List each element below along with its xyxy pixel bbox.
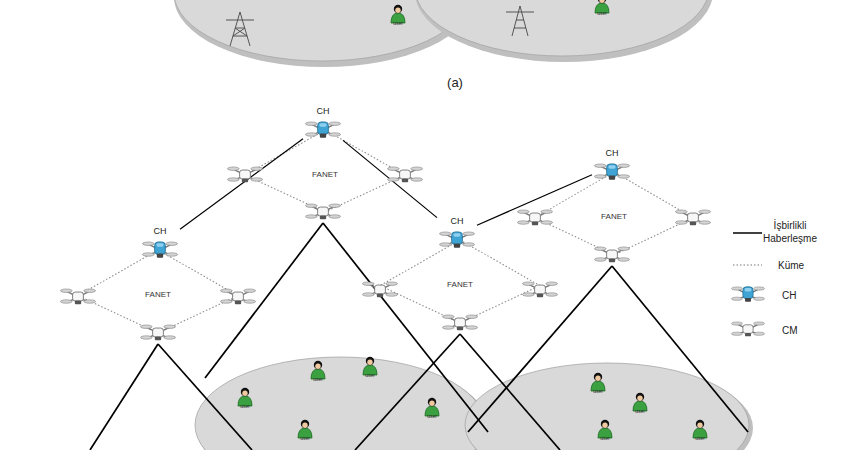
cm-drone bbox=[305, 204, 340, 219]
cooperative-link bbox=[180, 139, 303, 230]
tower-symbol bbox=[226, 12, 254, 46]
ch-drone-symbol bbox=[142, 242, 177, 258]
legend-text: İşbirlikli Haberleşme bbox=[755, 219, 825, 245]
user-label: user bbox=[393, 20, 403, 26]
cluster-diamond-outline bbox=[78, 250, 238, 333]
cluster-diamond-outline bbox=[245, 130, 405, 212]
cluster-head-node: CH bbox=[140, 224, 180, 264]
cooperative-link bbox=[477, 175, 592, 225]
ground-area bbox=[465, 363, 749, 450]
cluster-name: FANET bbox=[312, 170, 338, 179]
fanet-cluster: FANET bbox=[380, 240, 540, 323]
ch-drone-symbol bbox=[142, 239, 178, 261]
fanet-cluster: FANET bbox=[78, 250, 238, 333]
cluster-head-node: CH bbox=[437, 214, 477, 254]
cluster-name: FANET bbox=[447, 280, 473, 289]
cm-drone bbox=[594, 247, 629, 262]
user-label: user bbox=[635, 408, 645, 414]
cm-drone bbox=[522, 282, 557, 297]
cluster-name: FANET bbox=[601, 212, 627, 221]
cluster-head-label: CH bbox=[592, 146, 632, 160]
ch-drone-symbol bbox=[594, 161, 630, 183]
user-label: user bbox=[597, 10, 607, 16]
legend-dotted-line bbox=[733, 264, 762, 265]
cluster-head-label: CH bbox=[303, 104, 343, 118]
user-label: user bbox=[365, 372, 375, 378]
downlink-line bbox=[90, 223, 748, 450]
legend-solid-line bbox=[733, 232, 762, 234]
tower-symbol bbox=[506, 6, 534, 36]
legend-text: CH bbox=[782, 289, 822, 302]
user-label: user bbox=[600, 435, 610, 441]
cluster-head-label: CH bbox=[140, 224, 180, 238]
ch-drone-symbol bbox=[439, 229, 475, 251]
cluster-diamond-outline bbox=[535, 172, 693, 255]
user-label: user bbox=[313, 376, 323, 382]
cooperative-link bbox=[343, 140, 437, 217]
cluster-diamond-outline bbox=[380, 240, 540, 323]
cm-drone bbox=[60, 289, 95, 304]
legend-text: CM bbox=[782, 324, 822, 337]
ch-drone-symbol bbox=[439, 232, 474, 248]
user-label: user bbox=[695, 435, 705, 441]
cluster-head-label: CH bbox=[437, 214, 477, 228]
user-label: user bbox=[593, 388, 603, 394]
cluster-head-node: CH bbox=[592, 146, 632, 186]
legend-ch-drone bbox=[731, 287, 764, 302]
subfigure-caption: (a) bbox=[447, 76, 463, 90]
ch-drone-symbol bbox=[594, 164, 629, 180]
cluster-name: FANET bbox=[145, 290, 171, 299]
legend-cm-drone bbox=[731, 322, 764, 336]
ch-drone-symbol bbox=[305, 119, 341, 141]
cm-drone bbox=[362, 282, 397, 297]
legend-text: Küme bbox=[778, 259, 828, 272]
user-label: user bbox=[240, 403, 250, 409]
user-label: user bbox=[300, 435, 310, 441]
user-label: user bbox=[427, 413, 437, 419]
coverage-area bbox=[415, 0, 709, 56]
ch-drone-symbol bbox=[305, 122, 340, 138]
fanet-cluster: FANET bbox=[535, 172, 693, 255]
cm-drone bbox=[227, 167, 262, 182]
cluster-head-node: CH bbox=[303, 104, 343, 144]
fanet-cluster: FANET bbox=[245, 130, 405, 212]
